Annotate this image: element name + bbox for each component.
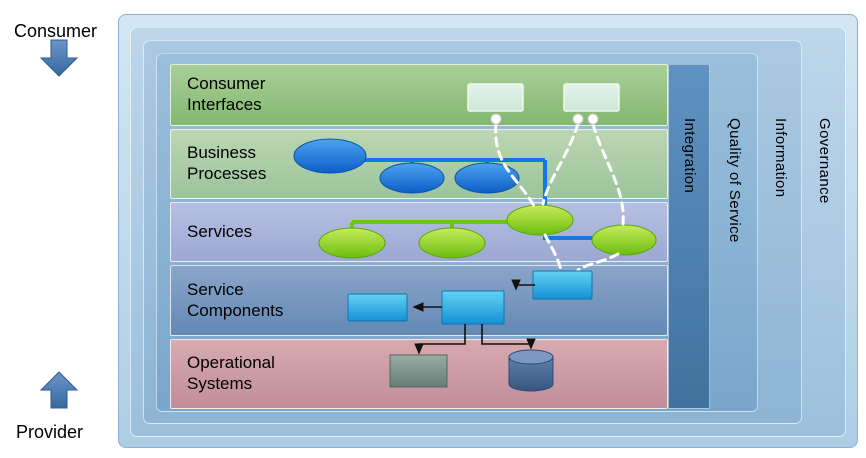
layer-label: Consumer Interfaces bbox=[187, 74, 266, 114]
layer-label: Services bbox=[187, 221, 253, 241]
information-label: Information bbox=[772, 118, 789, 198]
integration-label: Integration bbox=[681, 118, 698, 194]
layer-services: Services bbox=[170, 202, 668, 262]
layer-label: Business Processes bbox=[187, 143, 267, 183]
consumer-label: Consumer bbox=[14, 21, 98, 41]
layer-label: Service Components bbox=[187, 279, 284, 320]
governance-label: Governance bbox=[816, 118, 833, 204]
layer-operational-systems: Operational Systems bbox=[170, 339, 668, 409]
layer-business-processes: Business Processes bbox=[170, 129, 668, 199]
layer-label: Operational Systems bbox=[187, 353, 275, 393]
provider-label: Provider bbox=[16, 422, 84, 442]
layer-consumer-interfaces: Consumer Interfaces bbox=[170, 64, 668, 126]
quality-of-service-label: Quality of Service bbox=[726, 118, 743, 243]
consumer-arrow-icon bbox=[39, 39, 79, 77]
layer-service-components: Service Components bbox=[170, 265, 668, 336]
provider-arrow-icon bbox=[39, 371, 79, 409]
integration-bar bbox=[668, 64, 710, 409]
